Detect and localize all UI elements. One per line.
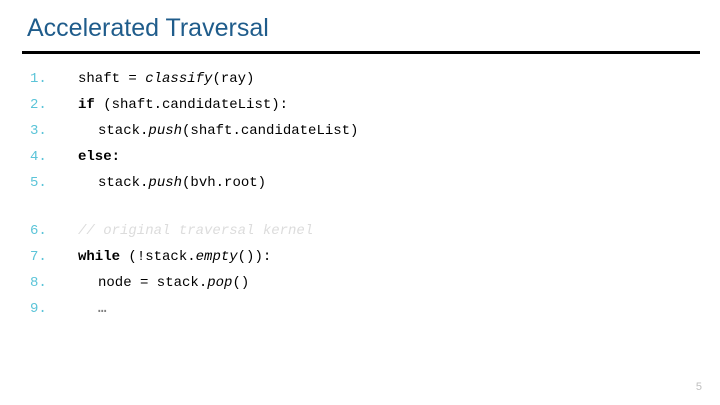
code-token-fn: empty [195, 249, 238, 265]
code-line-number: 3. [30, 123, 47, 139]
code-line: 4. else: [0, 144, 720, 170]
code-line-text: … [98, 296, 107, 322]
code-line-text: node = stack.pop() [98, 270, 249, 296]
code-line: 1. shaft = classify(ray) [0, 66, 720, 92]
code-token-fn: push [148, 175, 183, 191]
code-line-text: // original traversal kernel [78, 218, 313, 244]
code-line-text: else: [78, 144, 120, 170]
code-line: 3. stack.push(shaft.candidateList) [0, 118, 720, 144]
code-token-plain: node = stack. [98, 275, 208, 291]
code-listing: 1. shaft = classify(ray) 2. if (shaft.candi… [0, 66, 720, 322]
code-line: 7. while (!stack.empty()): [0, 244, 720, 270]
code-token-kw: while [78, 249, 121, 265]
code-line-text: if (shaft.candidateList): [78, 92, 288, 118]
page-title: Accelerated Traversal [27, 14, 269, 42]
code-token-kw: else [78, 149, 112, 165]
code-token-plain: (ray) [212, 71, 255, 87]
code-token-kw: : [111, 149, 121, 165]
code-token-ell: … [98, 301, 108, 317]
code-line: 5. stack.push(bvh.root) [0, 170, 720, 196]
code-line-number: 2. [30, 97, 47, 113]
code-token-fn: pop [207, 275, 233, 291]
code-token-plain: (bvh.root) [182, 175, 267, 191]
code-token-comment: // original traversal kernel [78, 223, 314, 239]
code-token-plain: ()): [237, 249, 272, 265]
code-line: 9. … [0, 296, 720, 322]
code-line-text: shaft = classify(ray) [78, 66, 254, 92]
code-token-fn: push [148, 123, 183, 139]
code-token-plain: (shaft.candidateList) [182, 123, 359, 139]
code-line-text: while (!stack.empty()): [78, 244, 271, 270]
code-group-gap [0, 196, 720, 218]
code-token-plain: shaft = [78, 71, 146, 87]
slide-page-number: 5 [695, 381, 702, 393]
code-line: 8. node = stack.pop() [0, 270, 720, 296]
code-line-number: 7. [30, 249, 47, 265]
code-token-plain: (shaft.candidateList): [94, 97, 289, 113]
code-line-number: 1. [30, 71, 47, 87]
code-line-text: stack.push(shaft.candidateList) [98, 118, 358, 144]
code-token-plain: stack. [98, 175, 149, 191]
code-line-text: stack.push(bvh.root) [98, 170, 266, 196]
code-line-number: 9. [30, 301, 47, 317]
code-line: 6. // original traversal kernel [0, 218, 720, 244]
code-token-kw: if [78, 97, 95, 113]
title-divider [22, 51, 700, 54]
code-token-plain: stack. [98, 123, 149, 139]
code-token-plain: () [232, 275, 250, 291]
code-token-fn: classify [145, 71, 213, 87]
code-token-plain: (!stack. [120, 249, 196, 265]
code-line-number: 4. [30, 149, 47, 165]
code-line-number: 6. [30, 223, 47, 239]
code-line-number: 5. [30, 175, 47, 191]
code-line-number: 8. [30, 275, 47, 291]
code-line: 2. if (shaft.candidateList): [0, 92, 720, 118]
